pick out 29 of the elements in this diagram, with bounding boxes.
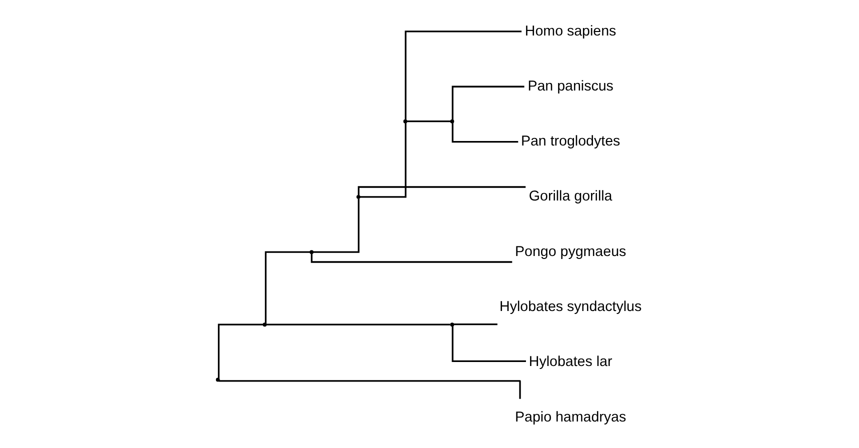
node-text: Gorilla gorilla — [528, 188, 612, 204]
node-text: Pan paniscus — [527, 78, 613, 94]
node-text: Hylobates syndactylus — [499, 298, 642, 315]
connector — [264, 250, 310, 323]
node-text: Homo sapiens — [524, 22, 616, 39]
connector — [404, 30, 522, 120]
connector — [217, 323, 263, 378]
node-point — [450, 322, 454, 326]
node-point — [309, 250, 314, 254]
node-point — [450, 118, 454, 123]
connector — [451, 85, 524, 120]
node-text: Pongo pygmaeus — [514, 243, 626, 260]
connector — [451, 326, 526, 362]
connector — [310, 253, 512, 262]
node-point — [402, 118, 407, 123]
connector — [312, 198, 359, 252]
node-text: Hylobates lar — [528, 354, 612, 370]
node-point — [356, 194, 360, 198]
connector — [360, 122, 406, 198]
node-point — [215, 377, 220, 382]
connector — [218, 380, 520, 398]
connector — [357, 186, 526, 195]
node-text: Papio hamadryas — [514, 408, 626, 425]
connector — [406, 120, 450, 122]
connector — [266, 323, 450, 325]
connector — [451, 122, 518, 142]
node-point — [262, 322, 266, 326]
node-text: Pan troglodytes — [520, 133, 620, 150]
connector — [453, 323, 497, 325]
